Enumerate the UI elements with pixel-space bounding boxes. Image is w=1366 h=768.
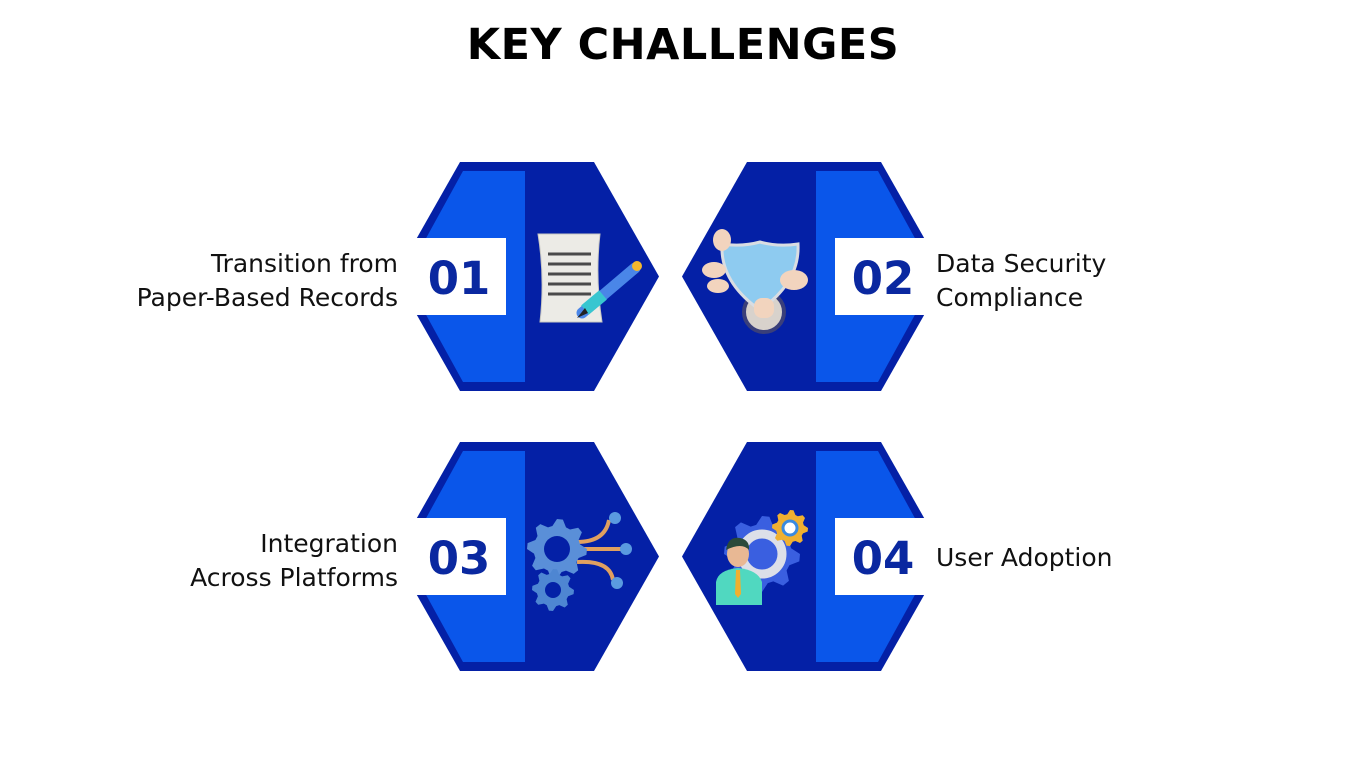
challenge-label-01: Transition from Paper-Based Records: [137, 247, 398, 315]
number-box: [835, 518, 946, 595]
challenge-card-01: 01: [395, 162, 659, 391]
number-box: [395, 518, 506, 595]
challenge-label-04: User Adoption: [936, 541, 1113, 575]
label-line: Data Security: [936, 249, 1107, 278]
shield-hand-icon: [702, 229, 808, 334]
label-line: User Adoption: [936, 543, 1113, 572]
challenge-label-02: Data Security Compliance: [936, 247, 1106, 315]
label-line: Compliance: [936, 283, 1084, 312]
number-box: [835, 238, 946, 315]
challenge-number: 01: [428, 252, 491, 305]
user-gear-icon: [716, 510, 808, 605]
label-line: Across Platforms: [190, 563, 398, 592]
challenge-label-03: Integration Across Platforms: [190, 527, 398, 595]
challenge-card-02: 02: [682, 162, 946, 391]
challenge-card-03: 03: [395, 442, 659, 671]
page-title: KEY CHALLENGES: [466, 20, 900, 70]
label-line: Paper-Based Records: [136, 283, 398, 312]
label-line: Transition from: [210, 249, 398, 278]
document-pen-icon: [537, 233, 642, 323]
number-box: [395, 238, 506, 315]
challenge-number: 04: [852, 532, 915, 585]
gears-network-icon: [527, 512, 632, 611]
challenge-number: 03: [428, 532, 491, 585]
challenge-number: 02: [852, 252, 915, 305]
challenge-card-04: 04: [682, 442, 946, 671]
label-line: Integration: [260, 529, 398, 558]
